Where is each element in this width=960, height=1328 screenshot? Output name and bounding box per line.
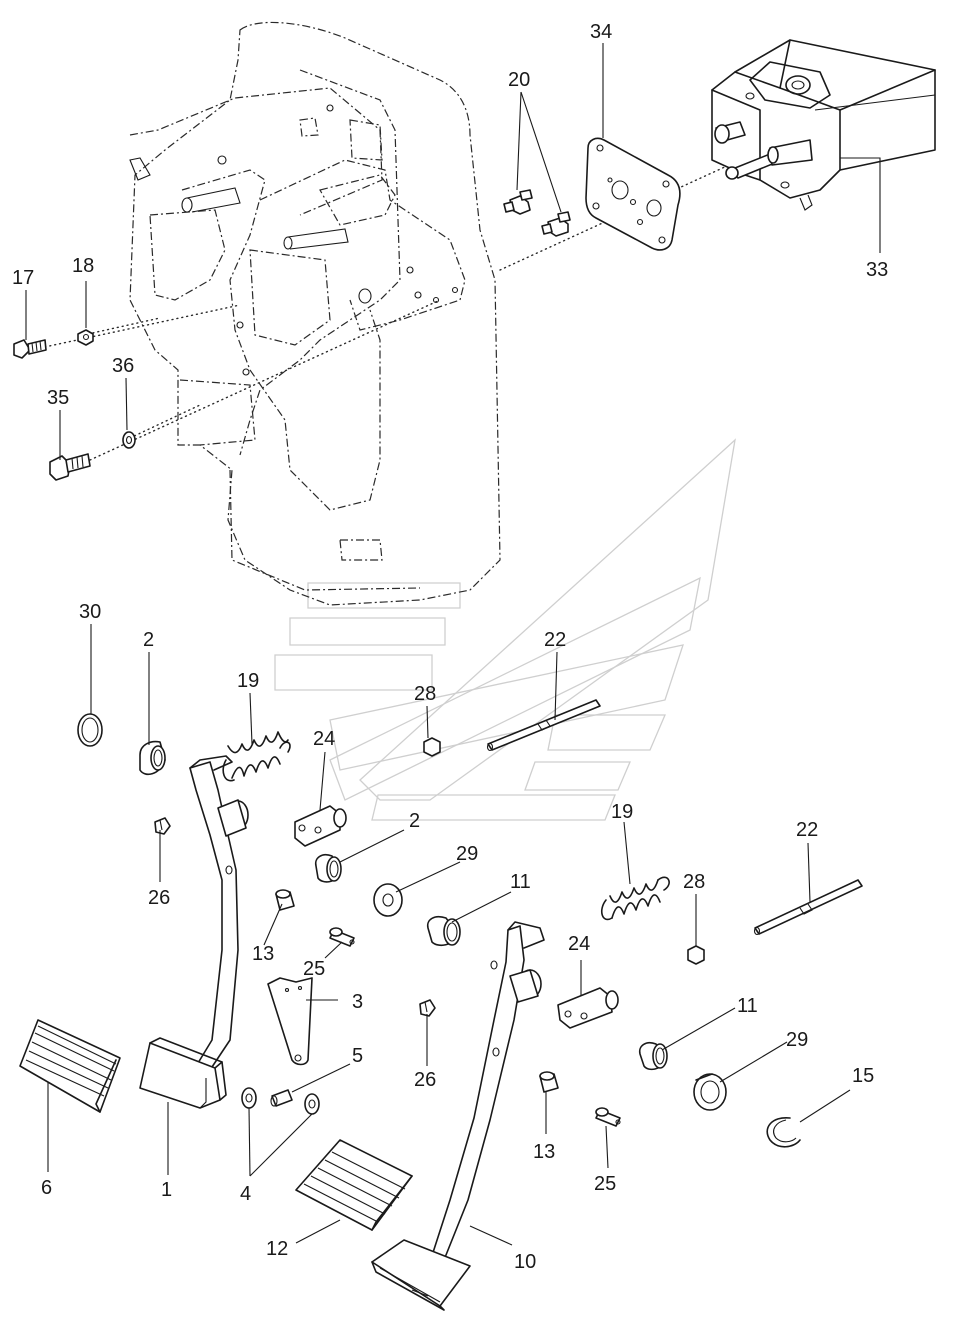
callout-3: 3	[352, 991, 363, 1013]
washer-4-right	[304, 1093, 320, 1115]
callout-13-left: 13	[252, 943, 274, 965]
hydraulic-valve-33	[711, 39, 936, 211]
gasket-34	[585, 137, 681, 251]
console-housing	[129, 21, 501, 606]
bushing-11-right	[638, 1041, 668, 1071]
pin-5	[270, 1089, 293, 1107]
callout-24-right: 24	[568, 933, 590, 955]
callout-11-top: 11	[510, 871, 531, 893]
assembly-lines	[39, 159, 741, 461]
callout-22-left: 22	[544, 629, 566, 651]
clutch-pedal-1	[139, 755, 249, 1109]
callout-11-right: 11	[737, 995, 758, 1017]
clip-26-left	[154, 817, 171, 835]
callout-24-left: 24	[313, 728, 335, 750]
bushing-2-left	[139, 740, 166, 776]
leader-lines	[25, 43, 881, 1246]
callout-18: 18	[72, 255, 94, 277]
callout-19-right: 19	[611, 801, 633, 823]
seal-30	[77, 713, 103, 747]
pedal-pad-6	[19, 1019, 121, 1113]
bushing-2-center	[314, 853, 342, 883]
callout-19-left: 19	[237, 670, 259, 692]
clip-26-right	[419, 999, 436, 1017]
callout-6: 6	[41, 1177, 52, 1199]
rod-22-right	[753, 879, 863, 936]
callout-17: 17	[12, 267, 34, 289]
spacer-13-right	[539, 1071, 559, 1093]
callout-25-right: 25	[594, 1173, 616, 1195]
callout-20: 20	[508, 69, 530, 91]
plate-3	[267, 977, 313, 1066]
callout-4: 4	[240, 1183, 251, 1205]
callout-5: 5	[352, 1045, 363, 1067]
callout-15: 15	[852, 1065, 874, 1087]
nut-28-left	[423, 737, 441, 757]
callout-33: 33	[866, 259, 888, 281]
callout-28-left: 28	[414, 683, 436, 705]
spacer-13-left	[275, 889, 295, 911]
washer-29-top	[373, 883, 403, 917]
spring-19-left	[222, 731, 291, 782]
callout-labels: 34 20 33 17 18 36 35 30 2 19 24 28 22 2 …	[12, 21, 888, 1273]
callout-34: 34	[590, 21, 612, 43]
callout-22-right: 22	[796, 819, 818, 841]
nut-28-right	[687, 945, 705, 965]
fittings-20	[503, 189, 571, 237]
watermark-logo	[274, 438, 736, 821]
callout-10: 10	[514, 1251, 536, 1273]
clevis-24-right	[557, 987, 619, 1029]
clip-15	[766, 1117, 801, 1148]
callout-13-right: 13	[533, 1141, 555, 1163]
callout-35: 35	[47, 387, 69, 409]
bushing-11-top	[426, 915, 461, 947]
callout-2-center: 2	[409, 810, 420, 832]
pin-25-left	[329, 927, 355, 947]
washer-29-right	[693, 1073, 727, 1111]
pedal-pad-12	[295, 1139, 413, 1231]
clevis-24-left	[294, 805, 347, 847]
callout-26-left: 26	[148, 887, 170, 909]
callout-28-right: 28	[683, 871, 705, 893]
fasteners-upper-left	[13, 329, 136, 481]
callout-1: 1	[161, 1179, 172, 1201]
rod-22-left	[486, 699, 601, 752]
callout-25-left: 25	[303, 958, 325, 980]
callout-36: 36	[112, 355, 134, 377]
washer-4-left	[241, 1087, 257, 1109]
callout-30: 30	[79, 601, 101, 623]
callout-29-right: 29	[786, 1029, 808, 1051]
pin-25-right	[595, 1107, 621, 1127]
callout-29-top: 29	[456, 843, 478, 865]
spring-19-right	[600, 876, 670, 921]
brake-pedal-10	[371, 921, 545, 1311]
callout-12: 12	[266, 1238, 288, 1260]
callout-2-left: 2	[143, 629, 154, 651]
callout-26-right: 26	[414, 1069, 436, 1091]
